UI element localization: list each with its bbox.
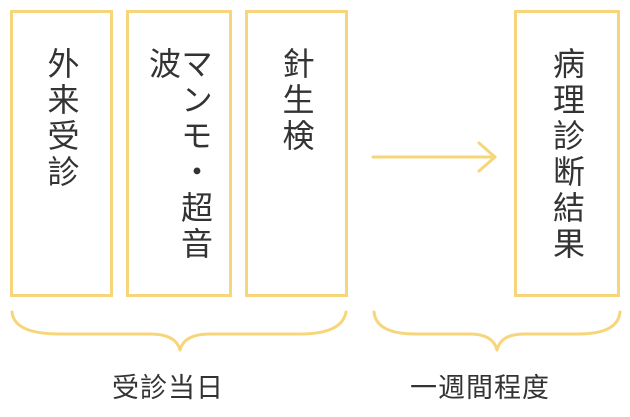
step-box-biopsy: 針生検 bbox=[245, 10, 348, 297]
step-label-outpatient: 外来受診 bbox=[42, 47, 81, 191]
step-box-imaging: マンモ・超音波 bbox=[126, 10, 232, 297]
caption-same-day: 受診当日 bbox=[112, 373, 224, 404]
step-label-biopsy: 針生検 bbox=[277, 47, 316, 155]
right-brace-icon bbox=[372, 310, 622, 352]
step-label-imaging: マンモ・超音波 bbox=[144, 47, 214, 263]
caption-about-one-week: 一週間程度 bbox=[410, 373, 550, 404]
step-box-pathology-result: 病理診断結果 bbox=[514, 10, 620, 297]
right-arrow-icon bbox=[371, 141, 497, 173]
left-brace-icon bbox=[10, 310, 348, 352]
step-box-outpatient: 外来受診 bbox=[10, 10, 113, 297]
step-label-pathology-result: 病理診断結果 bbox=[548, 47, 586, 263]
